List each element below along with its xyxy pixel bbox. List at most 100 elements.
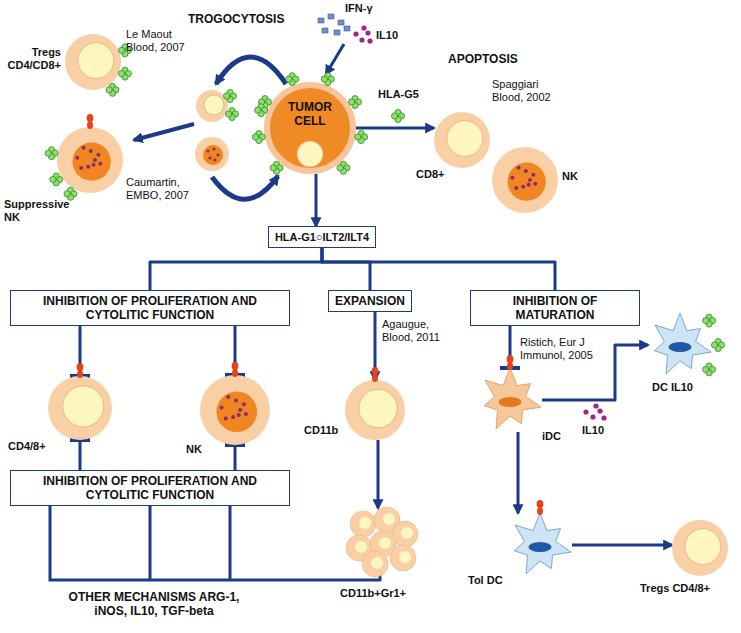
box-text: HLA-G1○ILT2/ILT4	[275, 230, 369, 244]
arrow-connector	[356, 127, 434, 130]
ilt2-receptor	[232, 362, 239, 377]
hla-g-molecule	[703, 363, 716, 376]
cell-label: CD4/8+	[8, 440, 46, 453]
immune-cell: NK	[200, 375, 270, 445]
cytokine-arrow	[326, 44, 344, 74]
hla-g-molecule	[392, 110, 405, 123]
immune-cell: Tregs CD4/CD8+	[65, 34, 121, 90]
cell-label: CD8+	[416, 168, 444, 181]
immune-cell: NK	[492, 147, 558, 213]
cell-drawing	[345, 508, 415, 572]
cell-label: TUMOR CELL	[280, 100, 340, 128]
hla-g-molecule	[270, 161, 283, 174]
text-label: IL10	[582, 424, 604, 437]
immune-cell: Tol DC	[508, 513, 572, 577]
inhibition-connector	[234, 445, 237, 470]
trogocytosis-arrow	[216, 57, 286, 84]
cell-label: CD11b+Gr1+	[340, 587, 406, 600]
cell-label: DC IL10	[652, 381, 693, 394]
cell-drawing	[508, 513, 572, 577]
text-label: IFN-γ	[345, 2, 373, 15]
immune-cell: CD11b	[345, 380, 405, 440]
hla-g-molecule	[118, 67, 131, 80]
hla-g-molecule	[255, 104, 268, 117]
cell-drawing	[57, 127, 123, 193]
cell-drawing	[345, 380, 405, 440]
immune-cell: CD4/8+	[48, 376, 112, 440]
hla-g-molecule	[286, 73, 299, 86]
inhibition-connector	[79, 440, 82, 470]
bracket-lines	[50, 495, 230, 580]
text-label: APOPTOSIS	[448, 52, 518, 66]
ilt2-receptor	[537, 500, 544, 515]
hla-g-molecule	[712, 339, 725, 352]
ilt2-receptor	[77, 363, 84, 378]
text-label: IL10	[376, 29, 398, 42]
ifn-gamma-squares	[318, 14, 350, 35]
cell-label: iDC	[542, 430, 561, 443]
cell-label: Tregs CD4/CD8+	[3, 46, 61, 72]
hla-g-molecule	[703, 314, 716, 327]
cell-label: Suppressive NK	[4, 198, 76, 224]
arrow-connector	[150, 248, 322, 290]
cell-drawing	[48, 376, 112, 440]
cell-label: CD11b	[304, 424, 338, 437]
cell-label: Tregs CD4/8+	[640, 582, 710, 595]
hla-g-molecule	[224, 90, 237, 103]
cell-cluster: CD11b+Gr1+	[345, 508, 415, 572]
text-label: Ristich, Eur J Immunol, 2005	[520, 336, 628, 362]
immune-cell: Suppressive NK	[57, 127, 123, 193]
arrow-connector	[517, 432, 520, 513]
process-box: INHIBITION OF PROLIFERATION AND CYTOLITI…	[10, 470, 290, 506]
immune-cell: CD8+	[434, 112, 490, 168]
cell-drawing	[434, 112, 490, 168]
hla-g-molecule	[226, 108, 239, 121]
immune-cell: DC IL10	[648, 313, 712, 377]
cell-drawing	[264, 82, 356, 174]
tumor-cell: TUMOR CELL	[264, 82, 356, 174]
text-label: OTHER MECHANISMS ARG-1, iNOS, IL10, TGF-…	[58, 590, 250, 618]
cell-drawing	[492, 147, 558, 213]
hla-g-molecule	[355, 131, 368, 144]
cell-label: NK	[186, 443, 202, 456]
hla-g-molecule	[349, 96, 362, 109]
trogocytosis-arrow	[134, 124, 194, 140]
small-cell	[196, 90, 228, 122]
trogocytosis-arrow	[212, 176, 278, 199]
il10-dots	[583, 403, 606, 420]
cell-drawing	[478, 368, 542, 432]
ilt2-receptor	[372, 367, 379, 382]
cell-label: Tol DC	[468, 574, 503, 587]
ilt2-receptor	[507, 355, 514, 370]
text-label: Spaggiari Blood, 2002	[492, 78, 558, 104]
box-text: EXPANSION	[335, 294, 405, 308]
arrow-connector	[322, 248, 555, 290]
process-box: EXPANSION	[328, 290, 412, 312]
text-label: HLA-G5	[378, 88, 419, 101]
small-nk-cell	[195, 137, 229, 171]
arrow-connector	[150, 506, 380, 580]
immune-cell: Tregs CD4/8+	[672, 520, 728, 576]
text-label: Agaugue, Blood, 2011	[382, 318, 446, 344]
cell-label: NK	[562, 170, 578, 183]
cell-drawing	[65, 34, 121, 90]
arrow-connector	[315, 174, 318, 226]
hla-g-molecule	[45, 147, 58, 160]
process-box: HLA-G1○ILT2/ILT4	[268, 226, 376, 248]
il10-dots	[353, 25, 372, 43]
hla-g-molecule	[337, 161, 350, 174]
box-text: INHIBITION OF PROLIFERATION AND CYTOLITI…	[17, 294, 283, 322]
arrow-connector	[377, 440, 380, 508]
arrow-connector	[572, 544, 672, 547]
text-label: Caumartin, EMBO, 2007	[126, 176, 192, 202]
text-label: TROGOCYTOSIS	[188, 12, 284, 26]
hla-g-molecule	[106, 83, 119, 96]
process-box: INHIBITION OF PROLIFERATION AND CYTOLITI…	[10, 290, 290, 326]
process-box: INHIBITION OF MATURATION	[470, 290, 640, 326]
box-text: INHIBITION OF MATURATION	[477, 294, 633, 322]
cell-drawing	[200, 375, 270, 445]
hla-g-molecule	[321, 73, 334, 86]
arrow-connector	[322, 248, 370, 290]
text-label: Le Maout Blood, 2007	[126, 28, 190, 54]
